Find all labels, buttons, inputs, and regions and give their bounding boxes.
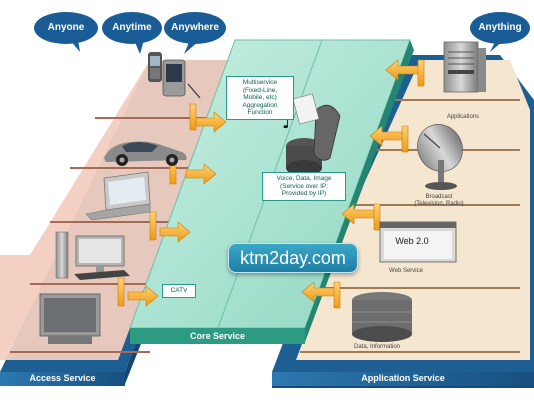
laptop-icon	[85, 171, 151, 221]
web-service-label: Web Service	[389, 268, 423, 274]
arrow-in-1	[189, 103, 227, 133]
television-icon	[39, 293, 101, 344]
arrow-out-3	[341, 203, 381, 231]
arrow-out-2	[369, 125, 409, 153]
satellite-dish-icon	[417, 124, 463, 190]
web-browser-icon	[379, 221, 457, 263]
core-band	[130, 330, 305, 344]
bubbles	[34, 12, 530, 54]
web20-label: Web 2.0	[395, 236, 429, 246]
bubble-anything-label: Anything	[478, 22, 522, 33]
svg-text:♪: ♪	[282, 112, 294, 133]
desktop-pc-icon	[55, 231, 130, 280]
bubble-anywhere	[164, 12, 226, 44]
access-band	[0, 372, 125, 386]
arrow-out-4	[301, 281, 341, 309]
application-band	[272, 372, 534, 386]
bubble-anytime-label: Anytime	[112, 22, 152, 33]
bubble-anything	[470, 12, 530, 44]
applications-label: Applications	[446, 114, 480, 120]
bubble-anyone-label: Anyone	[47, 22, 85, 33]
watermark-logo: ktm2day.com	[228, 243, 358, 273]
voice-data-image-label: Voice, Data, Image (Service over IP: Pro…	[262, 172, 346, 201]
access-service-label: Access Service	[29, 373, 96, 383]
bubble-anytime	[102, 12, 162, 44]
car-icon	[104, 141, 187, 166]
database-icon	[352, 292, 412, 342]
arrow-in-3	[149, 211, 191, 243]
data-information-label: Data, Information	[353, 344, 401, 350]
arrow-in-4	[117, 277, 159, 307]
arrows	[117, 59, 425, 309]
application-service-label: Application Service	[361, 373, 445, 383]
server-icon	[443, 41, 486, 93]
arrow-out-1	[385, 59, 425, 87]
catv-label: CATV	[162, 284, 196, 298]
broadcast-label: Broadcast (Television, Radio)	[414, 194, 464, 207]
multiservice-label: Multiservice (Fixed-Line, Mobile, etc) A…	[226, 76, 294, 120]
bubble-anyone	[34, 12, 98, 44]
bubble-anywhere-label: Anywhere	[171, 22, 219, 33]
core-service-label: Core Service	[189, 331, 246, 341]
mobile-devices-icon	[148, 52, 201, 99]
